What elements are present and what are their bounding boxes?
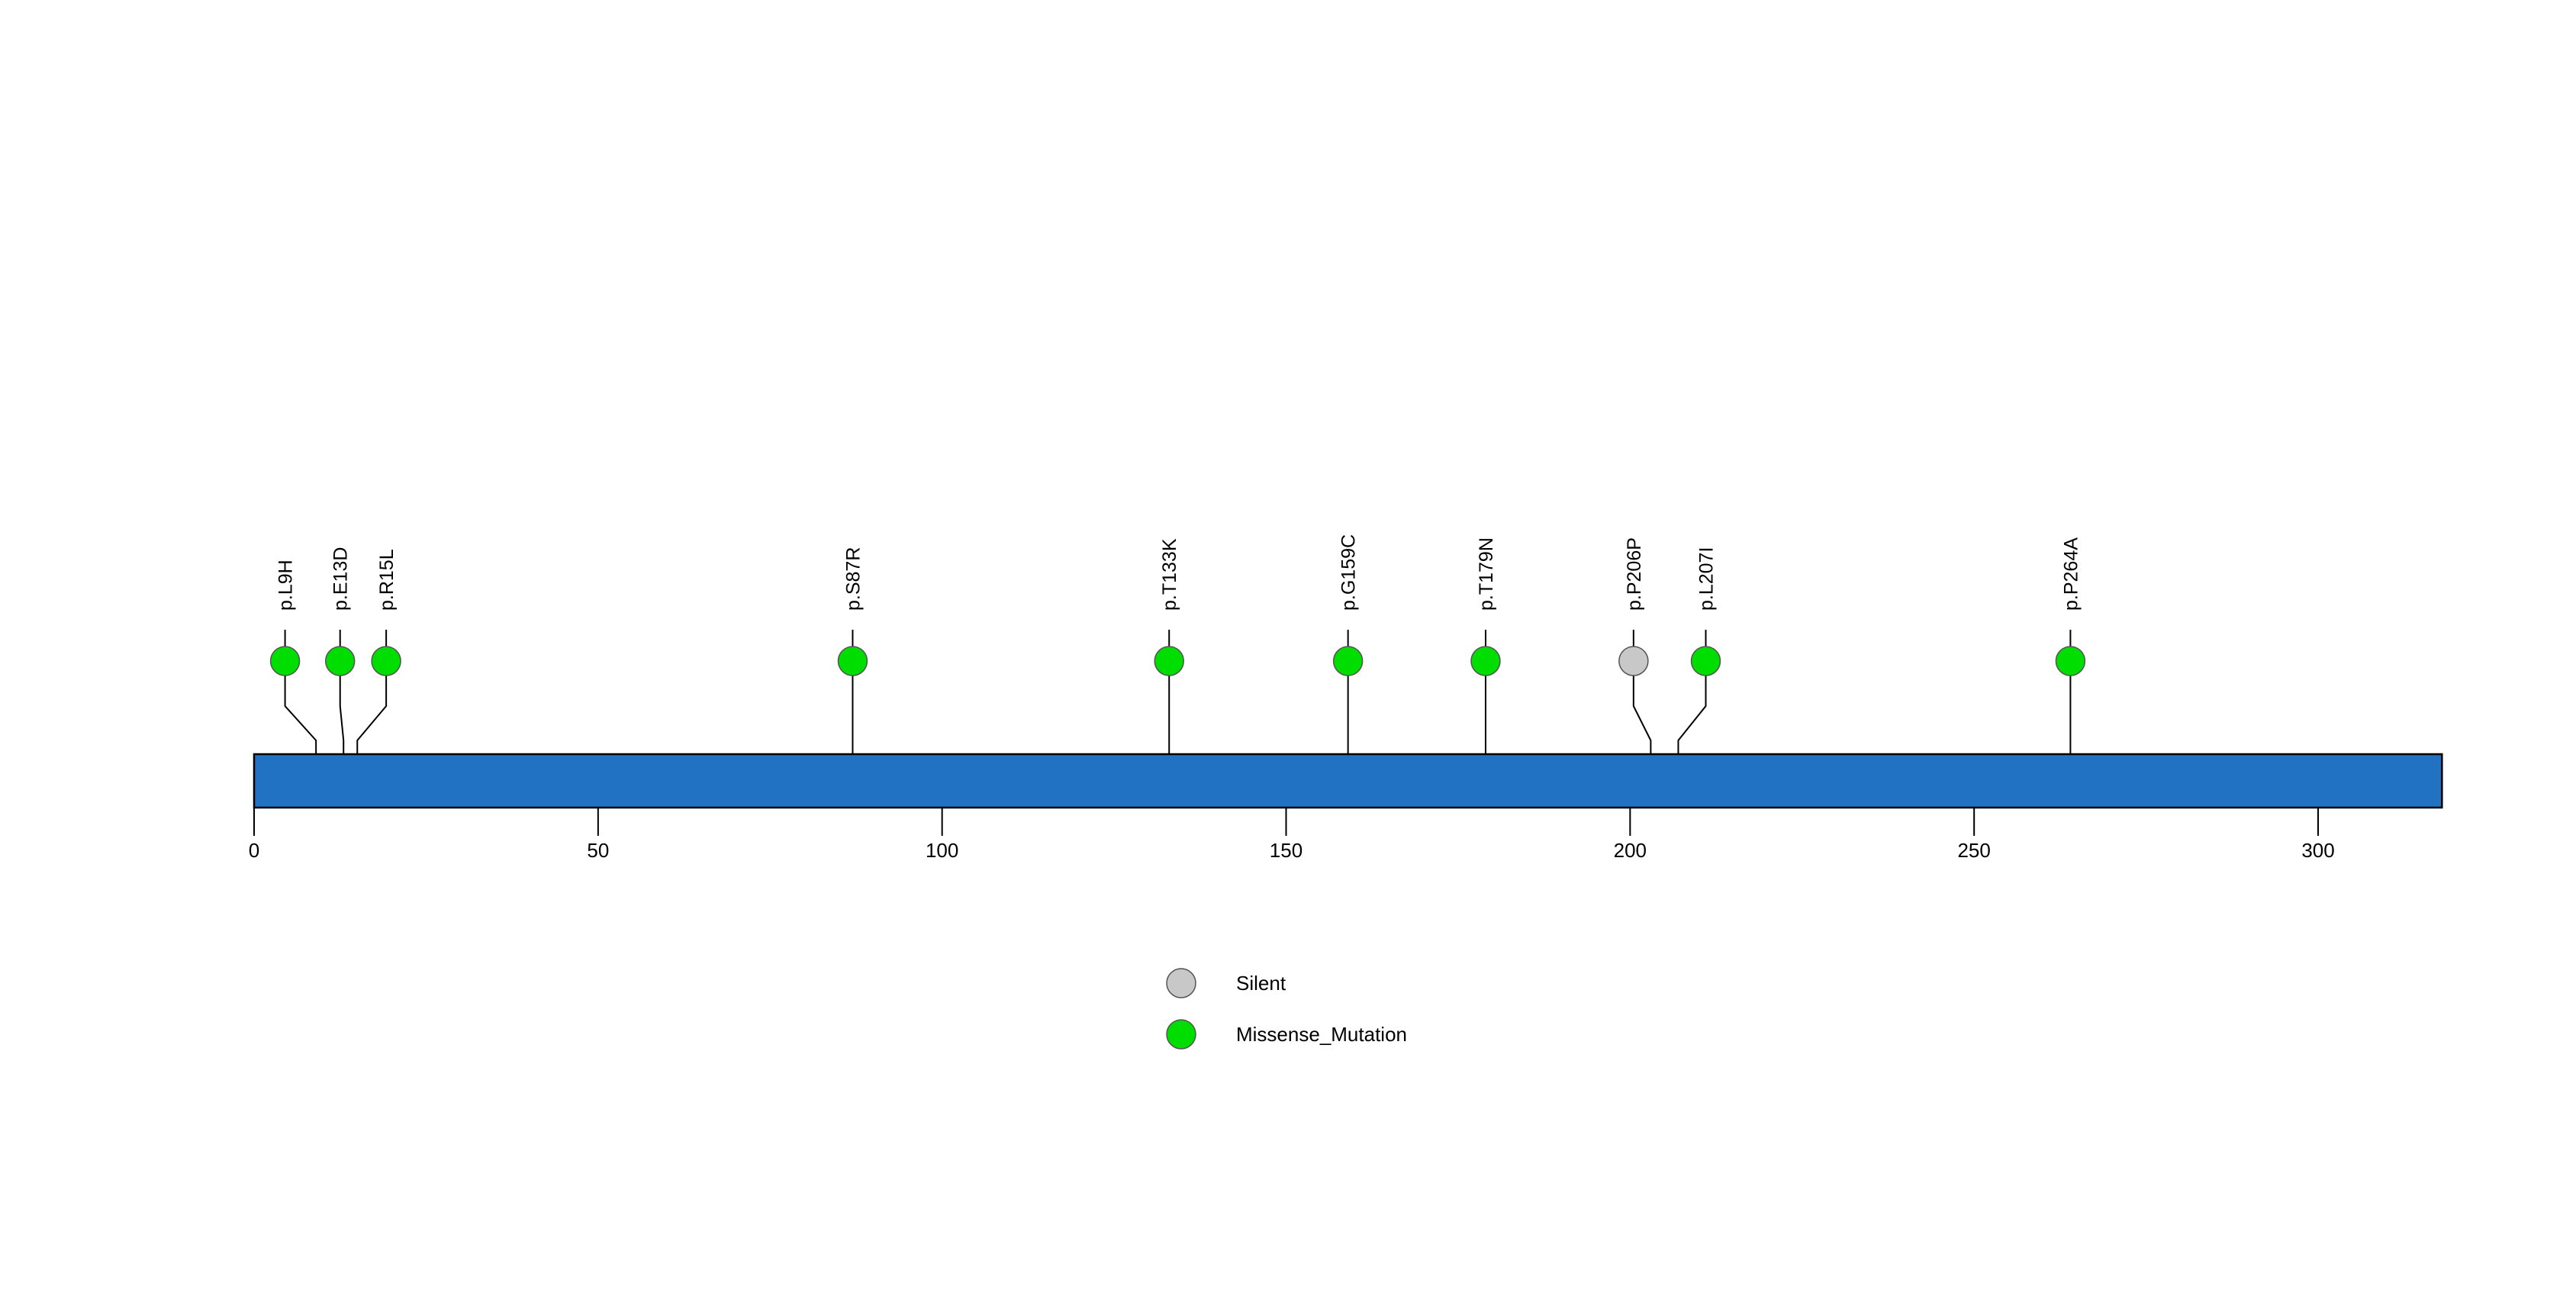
mutation-label-p.T133K: p.T133K bbox=[1159, 538, 1180, 611]
mutation-markers-layer bbox=[269, 646, 2086, 676]
mutation-marker-p.E13D[interactable] bbox=[324, 646, 356, 676]
mutation-marker-p.T179N[interactable] bbox=[1470, 646, 1501, 676]
mutation-label-p.T179N: p.T179N bbox=[1476, 537, 1497, 611]
legend-label-Silent: Silent bbox=[1236, 972, 1286, 995]
axis-tick-label-100: 100 bbox=[926, 839, 958, 862]
legend-swatch-Missense_Mutation[interactable] bbox=[1166, 1019, 1196, 1050]
mutation-label-p.P206P: p.P206P bbox=[1624, 537, 1645, 611]
mutation-label-p.E13D: p.E13D bbox=[330, 547, 352, 611]
legend-swatch-Silent[interactable] bbox=[1166, 968, 1196, 998]
axis-tick-label-250: 250 bbox=[1957, 839, 1990, 862]
mutation-label-p.R15L: p.R15L bbox=[376, 549, 398, 611]
mutation-marker-p.R15L[interactable] bbox=[371, 646, 401, 676]
protein-backbone-layer bbox=[253, 753, 2443, 809]
mutation-marker-p.P264A[interactable] bbox=[2055, 646, 2086, 676]
mutation-label-p.L9H: p.L9H bbox=[275, 560, 297, 611]
mutation-marker-p.L207I[interactable] bbox=[1690, 646, 1721, 676]
mutation-marker-p.P206P[interactable] bbox=[1618, 646, 1649, 676]
mutation-marker-p.S87R[interactable] bbox=[837, 646, 868, 676]
axis-tick-label-200: 200 bbox=[1614, 839, 1647, 862]
axis-tick-label-150: 150 bbox=[1270, 839, 1302, 862]
mutation-label-p.L207I: p.L207I bbox=[1696, 547, 1718, 611]
mutation-marker-p.G159C[interactable] bbox=[1332, 646, 1364, 676]
mutation-label-p.S87R: p.S87R bbox=[842, 547, 864, 611]
mutation-labels-layer: p.L9H p.E13D p.R15L p.S87R p.T133K p.G159C p.T… bbox=[275, 534, 2082, 611]
protein-backbone-bar bbox=[253, 753, 2443, 809]
axis-tick-label-0: 0 bbox=[249, 839, 259, 862]
mutation-marker-p.T133K[interactable] bbox=[1154, 646, 1184, 676]
axis-tick-label-300: 300 bbox=[2301, 839, 2334, 862]
mutation-label-p.G159C: p.G159C bbox=[1338, 534, 1360, 611]
mutation-marker-p.L9H[interactable] bbox=[269, 646, 301, 676]
legend-label-Missense_Mutation: Missense_Mutation bbox=[1236, 1023, 1407, 1046]
axis-tick-label-50: 50 bbox=[587, 839, 609, 862]
mutation-label-p.P264A: p.P264A bbox=[2060, 537, 2082, 611]
x-axis-layer: 0 50 100 150 200 250 300 bbox=[249, 808, 2335, 862]
